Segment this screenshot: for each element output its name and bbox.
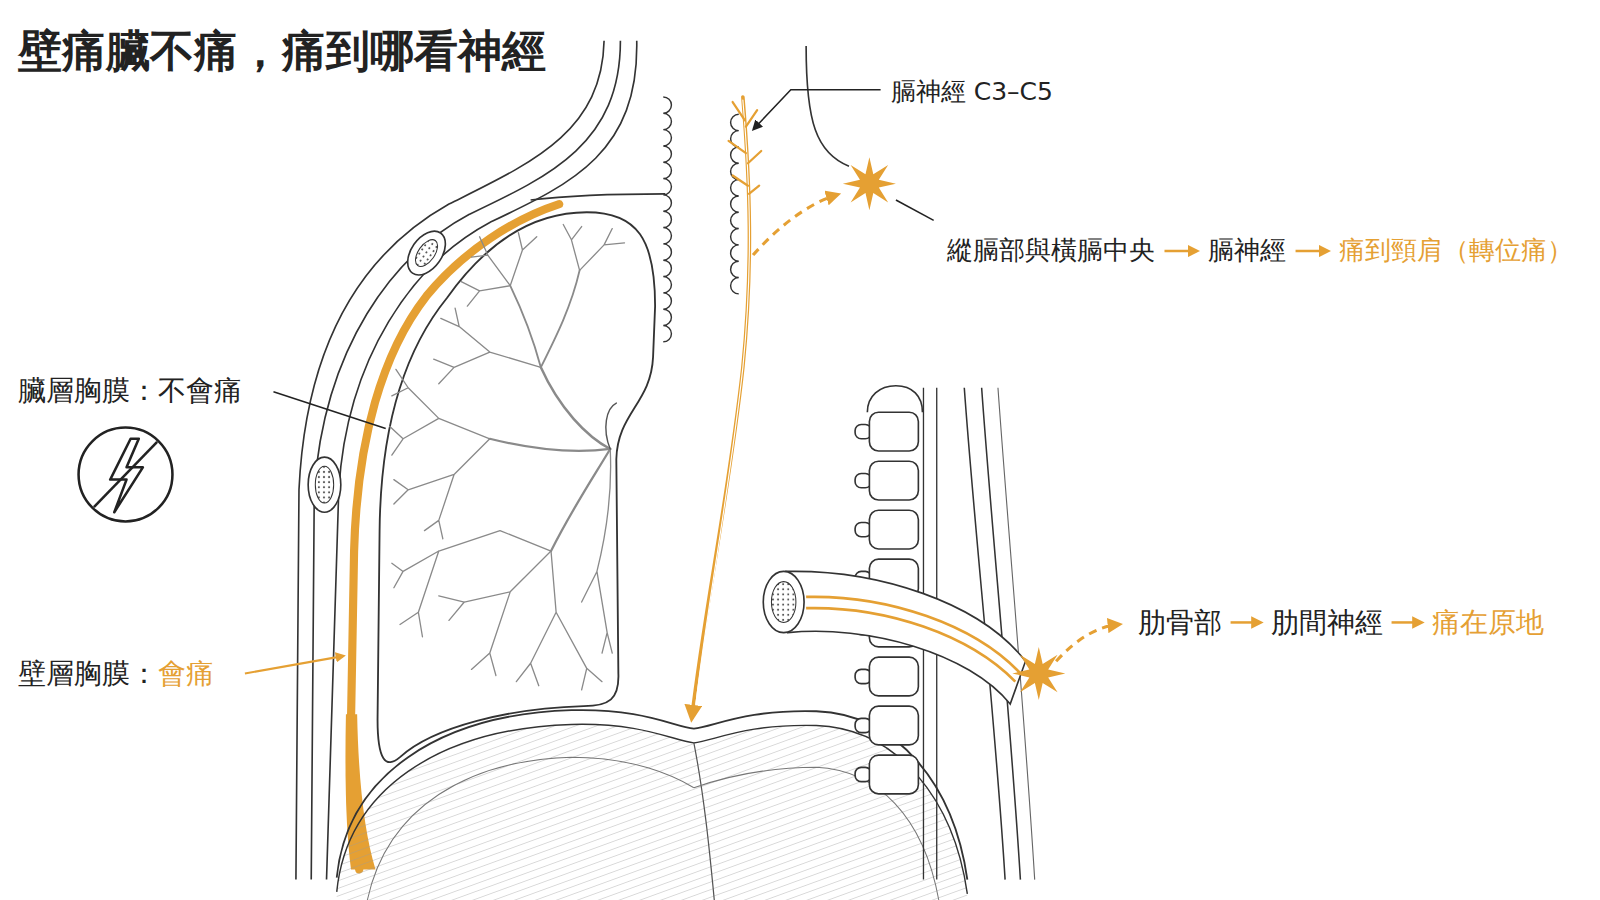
bronchial-tree [510, 286, 541, 368]
diagram-title: 壁痛臟不痛，痛到哪看神經 [18, 25, 546, 78]
trachea-rings [663, 97, 739, 342]
trachea-rings [731, 114, 739, 294]
bronchial-tree [390, 224, 625, 689]
pain-star [843, 157, 896, 210]
no-pain-icon [79, 428, 173, 522]
intercostal-nerve [806, 597, 1020, 682]
flow-arrow [1164, 250, 1196, 253]
diaphragm [367, 757, 694, 900]
bronchial-tree [582, 449, 613, 653]
body-wall [998, 388, 1035, 880]
vertebral-column [869, 461, 918, 500]
pain-arrow [1056, 624, 1118, 661]
bronchial-tree [541, 270, 580, 367]
phrenic-nerve [696, 100, 749, 704]
region-label: 縱膈部與橫膈中央 [947, 235, 1155, 266]
rib-section [315, 466, 333, 503]
bronchial-tree [390, 369, 490, 455]
leader-line [245, 656, 343, 673]
flow-arrow [1392, 621, 1421, 624]
flow-arrow [1296, 250, 1328, 253]
lung-outline [378, 212, 656, 762]
vertebral-column [867, 386, 922, 413]
vertebral-column [869, 706, 918, 745]
referred-pain-arrow [753, 195, 837, 255]
diaphragm [694, 743, 714, 900]
rib [771, 582, 795, 623]
neck-outline [806, 46, 849, 166]
bronchial-tree [606, 403, 616, 449]
bronchial-tree [541, 367, 610, 449]
trachea-rings [663, 97, 671, 342]
bronchial-tree [434, 308, 541, 384]
rib [763, 571, 804, 632]
no-pain-icon [94, 442, 157, 507]
pleura-label: 臟層胸膜：不會痛 [18, 374, 242, 408]
rib-section [400, 224, 453, 282]
intercostal-nerve [806, 608, 1015, 682]
leader-line [896, 200, 934, 220]
phrenic-nerve [729, 102, 762, 194]
flow-arrow [1231, 621, 1260, 624]
pain-star [1012, 647, 1065, 700]
bronchial-tree [394, 439, 490, 539]
bronchial-tree [516, 551, 602, 690]
leader-line [273, 392, 385, 429]
bronchial-tree [563, 224, 624, 270]
nerve-label: 膈神經 [1208, 235, 1286, 266]
leader-line [754, 90, 881, 129]
rib [786, 571, 1026, 704]
bronchial-tree [392, 531, 551, 637]
no-pain-icon [79, 428, 173, 522]
phrenic-nerve [692, 97, 750, 717]
rib [763, 571, 1025, 704]
pain-label: 痛到頸肩（轉位痛） [1339, 235, 1573, 266]
vertebral-column [869, 657, 918, 696]
rib-section [308, 457, 341, 512]
chest-wall [531, 194, 666, 200]
pleura-label: 壁層胸膜： [18, 657, 158, 691]
no-pain-icon [110, 439, 143, 512]
vertebral-column [869, 510, 918, 549]
pain-label: 痛在原地 [1432, 606, 1544, 640]
diaphragm [337, 724, 968, 900]
diaphragm [337, 724, 968, 894]
vertebral-column [869, 755, 918, 794]
nerve-label: 肋間神經 [1271, 606, 1383, 640]
bronchial-tree [551, 449, 610, 551]
bronchial-tree [490, 439, 610, 451]
nerve-label: 膈神經 C3–C5 [891, 77, 1053, 107]
rib-section [411, 236, 442, 270]
bronchial-tree [461, 233, 537, 306]
vertebral-column [869, 412, 918, 451]
pain-label: 會痛 [158, 657, 214, 691]
region-label: 肋骨部 [1138, 606, 1222, 640]
phrenic-nerve [692, 97, 761, 717]
